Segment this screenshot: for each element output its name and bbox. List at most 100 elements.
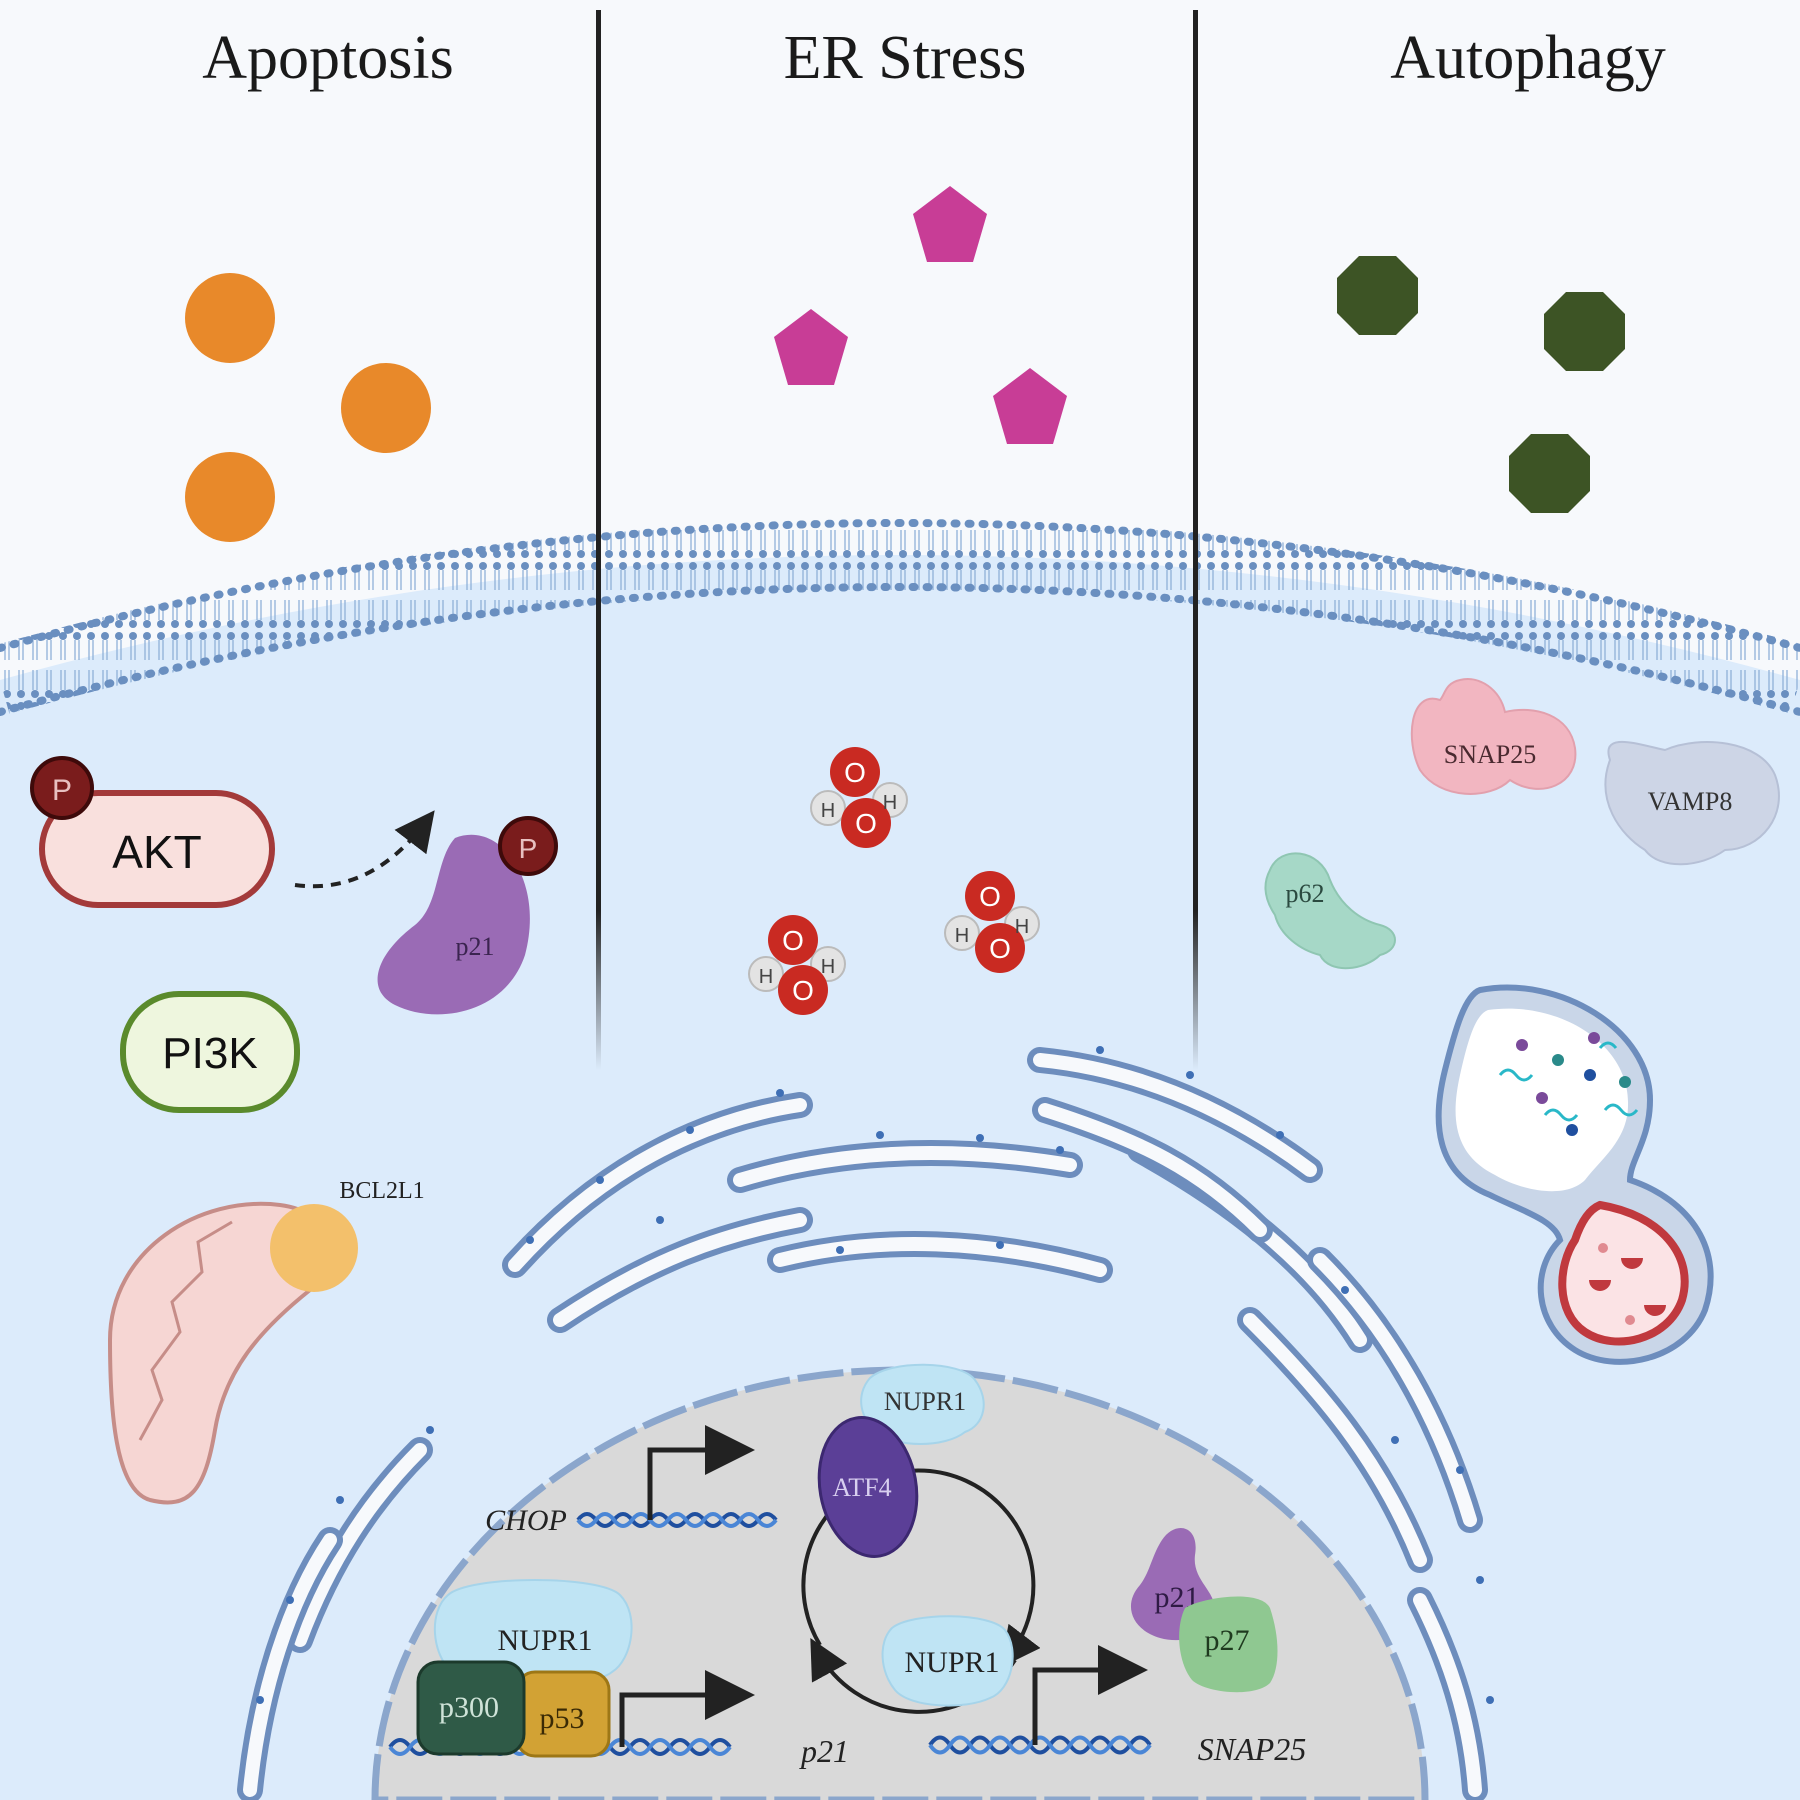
ribosomes — [256, 1046, 1494, 1704]
hydrolase-icon — [1644, 1305, 1666, 1316]
membrane-outer-heads — [0, 519, 1800, 652]
h-label: H — [955, 925, 969, 947]
p53-label: p53 — [540, 1702, 585, 1735]
oxygen-atom — [768, 915, 818, 965]
cargo-strand — [1498, 1068, 1534, 1082]
chop-gene: CHOP — [485, 1425, 778, 1537]
er-ligands — [774, 186, 1067, 444]
er-lumen — [293, 1443, 427, 1647]
divider-right — [1193, 10, 1198, 1070]
p21-protein — [377, 834, 530, 1015]
h-label: H — [821, 800, 835, 822]
ribosome — [876, 1131, 884, 1139]
ribosome — [1341, 1286, 1349, 1294]
ribosome — [256, 1696, 264, 1704]
green-octagon-ligand — [1509, 434, 1590, 513]
membrane-inner-heads — [0, 583, 1800, 716]
dna-strand — [928, 1735, 1152, 1755]
dna-strand — [576, 1512, 778, 1528]
pink-pentagon-ligand — [913, 186, 987, 262]
p62-protein-group: p62 — [1264, 852, 1396, 970]
snap25-transcription-arrow — [1032, 1645, 1148, 1745]
pink-pentagon-ligand — [993, 368, 1067, 444]
chop-label: CHOP — [485, 1504, 567, 1537]
dna-strand — [576, 1512, 778, 1528]
snap25-protein-label: SNAP25 — [1444, 740, 1536, 769]
er-lumen — [1413, 1593, 1482, 1797]
pi3k-label: PI3K — [162, 1029, 257, 1078]
p21-phospho-icon — [498, 816, 558, 876]
akt-group: AKT P — [30, 756, 275, 908]
loop-arrow-top — [801, 1468, 1041, 1668]
snap25-protein — [1410, 678, 1577, 795]
o-label: O — [782, 925, 804, 956]
hydrogen-atom — [810, 790, 846, 826]
p21-gene-label: p21 — [799, 1733, 849, 1769]
p62-protein-label: p62 — [1286, 879, 1325, 908]
cargo-particle — [1584, 1069, 1596, 1081]
ribosome — [1391, 1436, 1399, 1444]
o-label: O — [855, 808, 877, 839]
p27-label: p27 — [1205, 1624, 1250, 1657]
o-label: O — [979, 881, 1001, 912]
p62-protein — [1264, 852, 1396, 970]
h-label: H — [759, 966, 773, 988]
ribosome — [1096, 1046, 1104, 1054]
hydrogen-atom — [944, 915, 980, 951]
er-lumen — [733, 1146, 1077, 1187]
chop-transcription-arrow — [647, 1425, 755, 1520]
oxygen-atom — [830, 747, 880, 797]
p21-p27-complex: p21 p27 — [1130, 1528, 1278, 1693]
snap25-protein-group: SNAP25 — [1410, 678, 1577, 795]
vamp8-protein-group: VAMP8 — [1604, 740, 1780, 866]
p21-transcription-arrow — [619, 1670, 755, 1747]
ribosome — [1056, 1146, 1064, 1154]
mitochondrion-outer — [107, 1201, 333, 1505]
cargo-particle — [1516, 1039, 1528, 1051]
bcl2l1-protein — [270, 1204, 358, 1292]
er-lumen — [1033, 1053, 1317, 1177]
ribosome — [836, 1246, 844, 1254]
vamp8-protein — [1604, 740, 1780, 866]
ribosome — [596, 1176, 604, 1184]
ribosome — [1186, 1071, 1194, 1079]
akt-phospho-label: P — [52, 774, 72, 807]
ribosome — [686, 1126, 694, 1134]
lysosome-particle — [1625, 1315, 1635, 1325]
cell-membrane — [0, 520, 1800, 714]
cargo-strand — [1598, 1041, 1618, 1049]
cargo-particle — [1588, 1032, 1600, 1044]
green-octagon-ligand — [1337, 256, 1418, 335]
cargo-strand — [1543, 1108, 1579, 1122]
oxygen-atom — [778, 965, 828, 1015]
nupr1-top-label: NUPR1 — [884, 1387, 966, 1416]
o-label: O — [989, 933, 1011, 964]
akt-label: AKT — [112, 826, 201, 878]
title-apoptosis: Apoptosis — [202, 24, 453, 92]
er-lumen — [508, 1098, 807, 1272]
green-octagon-ligand — [1544, 292, 1625, 371]
ribosome — [426, 1426, 434, 1434]
o-label: O — [792, 975, 814, 1006]
er-lumen — [553, 1213, 807, 1327]
hydrolase-icon — [1589, 1280, 1611, 1291]
h-label: H — [1015, 916, 1029, 938]
nupr1-left-label: NUPR1 — [497, 1624, 592, 1657]
ribosome — [776, 1089, 784, 1097]
h2o2-molecule: H H O O — [944, 871, 1040, 973]
ribosome — [1456, 1466, 1464, 1474]
er-lumen — [1038, 1103, 1267, 1237]
ribosome — [656, 1216, 664, 1224]
p27-protein — [1179, 1596, 1278, 1693]
title-autophagy: Autophagy — [1390, 24, 1666, 92]
nupr1-protein — [881, 1615, 1014, 1707]
orange-ligand — [185, 273, 275, 363]
dna-strand — [928, 1735, 1152, 1755]
oxygen-atom — [965, 871, 1015, 921]
h2o2-molecule: H H O O — [748, 915, 846, 1015]
ribosome — [1276, 1131, 1284, 1139]
cargo-strand — [1603, 1103, 1639, 1117]
akt-phospho-icon — [30, 756, 94, 820]
